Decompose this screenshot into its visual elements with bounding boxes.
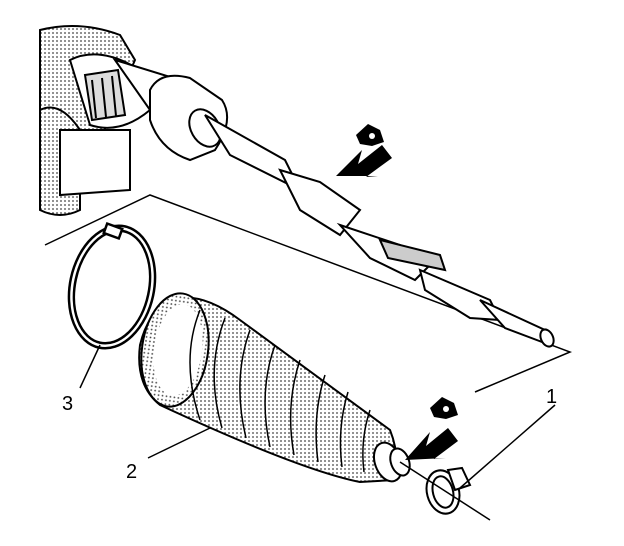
leader-lines: [79, 344, 556, 489]
steering-gear-housing: [39, 25, 187, 216]
grease-can-icon: [356, 124, 384, 146]
callout-2: 2: [126, 461, 137, 483]
outer-boot-clamp: [425, 466, 472, 515]
grease-can-icon: [430, 397, 458, 419]
center-axis: [399, 461, 491, 521]
inner-tie-rod: [149, 74, 555, 348]
callout-3: 3: [62, 393, 73, 415]
reference-plane: [44, 194, 573, 393]
callout-1: 1: [546, 386, 557, 408]
direction-arrow-icon: [336, 145, 392, 177]
direction-arrow-icon: [405, 428, 458, 460]
steering-rack-boot: [138, 292, 411, 484]
